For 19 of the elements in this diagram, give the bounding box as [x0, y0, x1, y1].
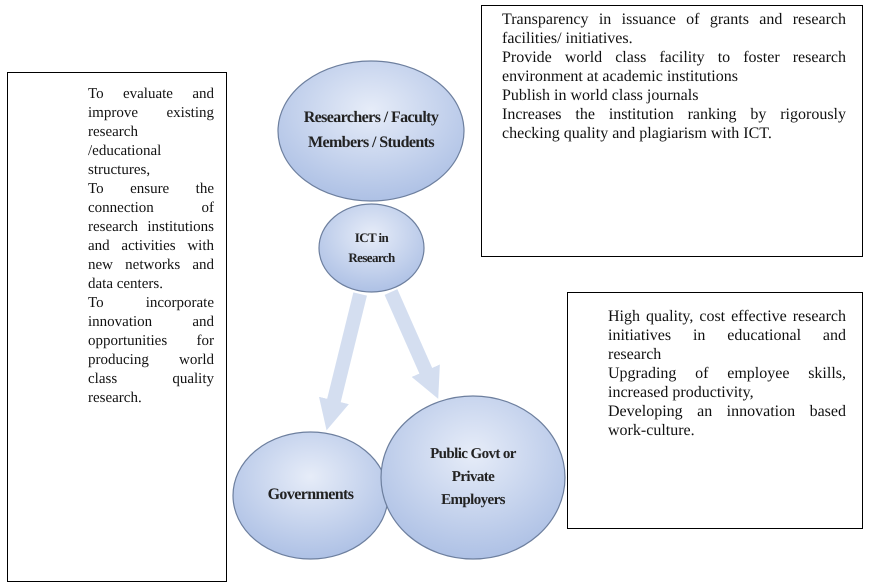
note-text: To incorporate innovation and opportunities for producing world class quality research.	[88, 294, 214, 408]
text-box	[567, 292, 863, 529]
note-text: To evaluate and improve existing research /educational structures,	[88, 85, 214, 180]
block-arrow	[318, 292, 367, 430]
note-text: Provide world class facility to foster research environment at academic institutions	[502, 48, 846, 86]
text-box	[7, 72, 227, 582]
note-text: Developing an innovation based work-culture.	[608, 402, 846, 440]
note-text: Increases the institution ranking by rigorously checking quality and plagiarism with ICT.	[502, 105, 846, 143]
block-arrow	[384, 289, 440, 399]
node-label: ICT in Research	[347, 228, 396, 267]
note-text: Publish in world class journals	[502, 86, 700, 105]
node-label: Researchers / Faculty Members / Students	[303, 108, 439, 153]
text-box	[481, 5, 863, 257]
note-text: To ensure the connection of research institutions and activities with new networks and data centers.	[88, 180, 214, 294]
note-text: Upgrading of employee skills, increased productivity,	[608, 364, 846, 402]
note-text: High quality, cost effective research initiatives in educational and research	[608, 307, 846, 364]
note-text: Transparency in issuance of grants and research facilities/ initiatives.	[502, 10, 846, 48]
node-label: Governments	[268, 485, 354, 506]
node-label: Public Govt or Private Employers	[429, 444, 518, 510]
